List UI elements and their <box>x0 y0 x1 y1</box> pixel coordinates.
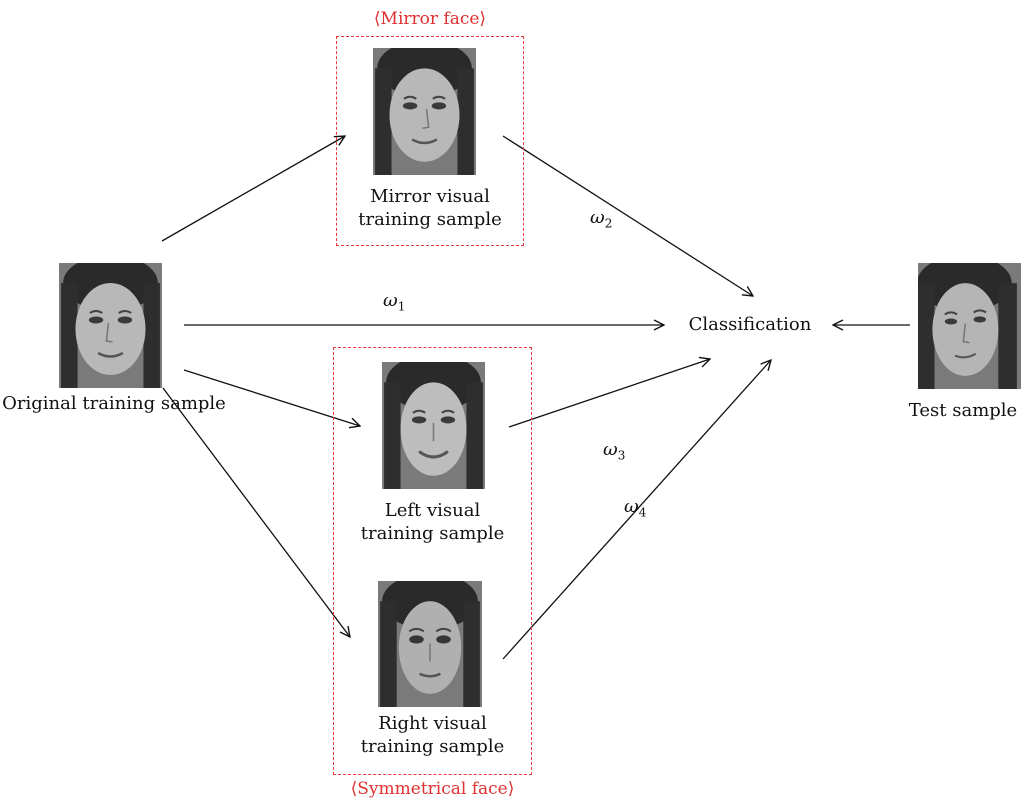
weight-1-symbol: ω <box>383 290 398 311</box>
arrow-right-to-classification <box>502 360 771 660</box>
mirror-face-group-label: ⟨Mirror face⟩ <box>373 9 487 29</box>
mirror-label-line-1: Mirror visual <box>370 186 490 207</box>
weight-omega-2: ω2 <box>590 207 612 231</box>
left-label-line-2: training sample <box>360 523 505 544</box>
mirror-face-image <box>373 48 476 175</box>
right-label-line-2: training sample <box>360 736 505 757</box>
test-face-image <box>918 263 1021 389</box>
classification-label: Classification <box>688 314 812 335</box>
weight-omega-4: ω4 <box>624 496 646 520</box>
weight-3-symbol: ω <box>603 439 618 460</box>
right-visual-training-sample-label: Right visual training sample <box>333 712 532 758</box>
mirror-face-group <box>336 36 524 246</box>
arrow-original-to-mirror <box>161 136 345 242</box>
original-training-sample-label: Original training sample <box>2 393 226 414</box>
mirror-visual-training-sample-label: Mirror visual training sample <box>336 185 524 231</box>
weight-2-symbol: ω <box>590 207 605 228</box>
mirror-label-line-2: training sample <box>358 209 502 230</box>
weight-omega-1: ω1 <box>383 290 405 314</box>
weight-1-subscript: 1 <box>397 299 406 314</box>
test-sample-label: Test sample <box>908 400 1018 421</box>
weight-4-subscript: 4 <box>638 505 647 520</box>
left-face-image <box>382 362 485 489</box>
right-face-image <box>378 581 482 707</box>
arrow-original-to-right <box>162 387 350 637</box>
arrow-mirror-to-classification <box>502 135 753 296</box>
weight-4-symbol: ω <box>624 496 639 517</box>
right-label-line-1: Right visual <box>378 713 487 734</box>
left-label-line-1: Left visual <box>384 500 481 521</box>
symmetrical-face-group-label: ⟨Symmetrical face⟩ <box>350 779 515 799</box>
symmetrical-face-group <box>333 347 532 775</box>
weight-2-subscript: 2 <box>604 216 613 231</box>
original-face-image <box>59 263 162 388</box>
arrow-left-to-classification <box>508 359 710 428</box>
left-visual-training-sample-label: Left visual training sample <box>333 499 532 545</box>
arrow-original-to-left <box>183 369 360 426</box>
weight-omega-3: ω3 <box>603 439 625 463</box>
weight-3-subscript: 3 <box>617 448 626 463</box>
